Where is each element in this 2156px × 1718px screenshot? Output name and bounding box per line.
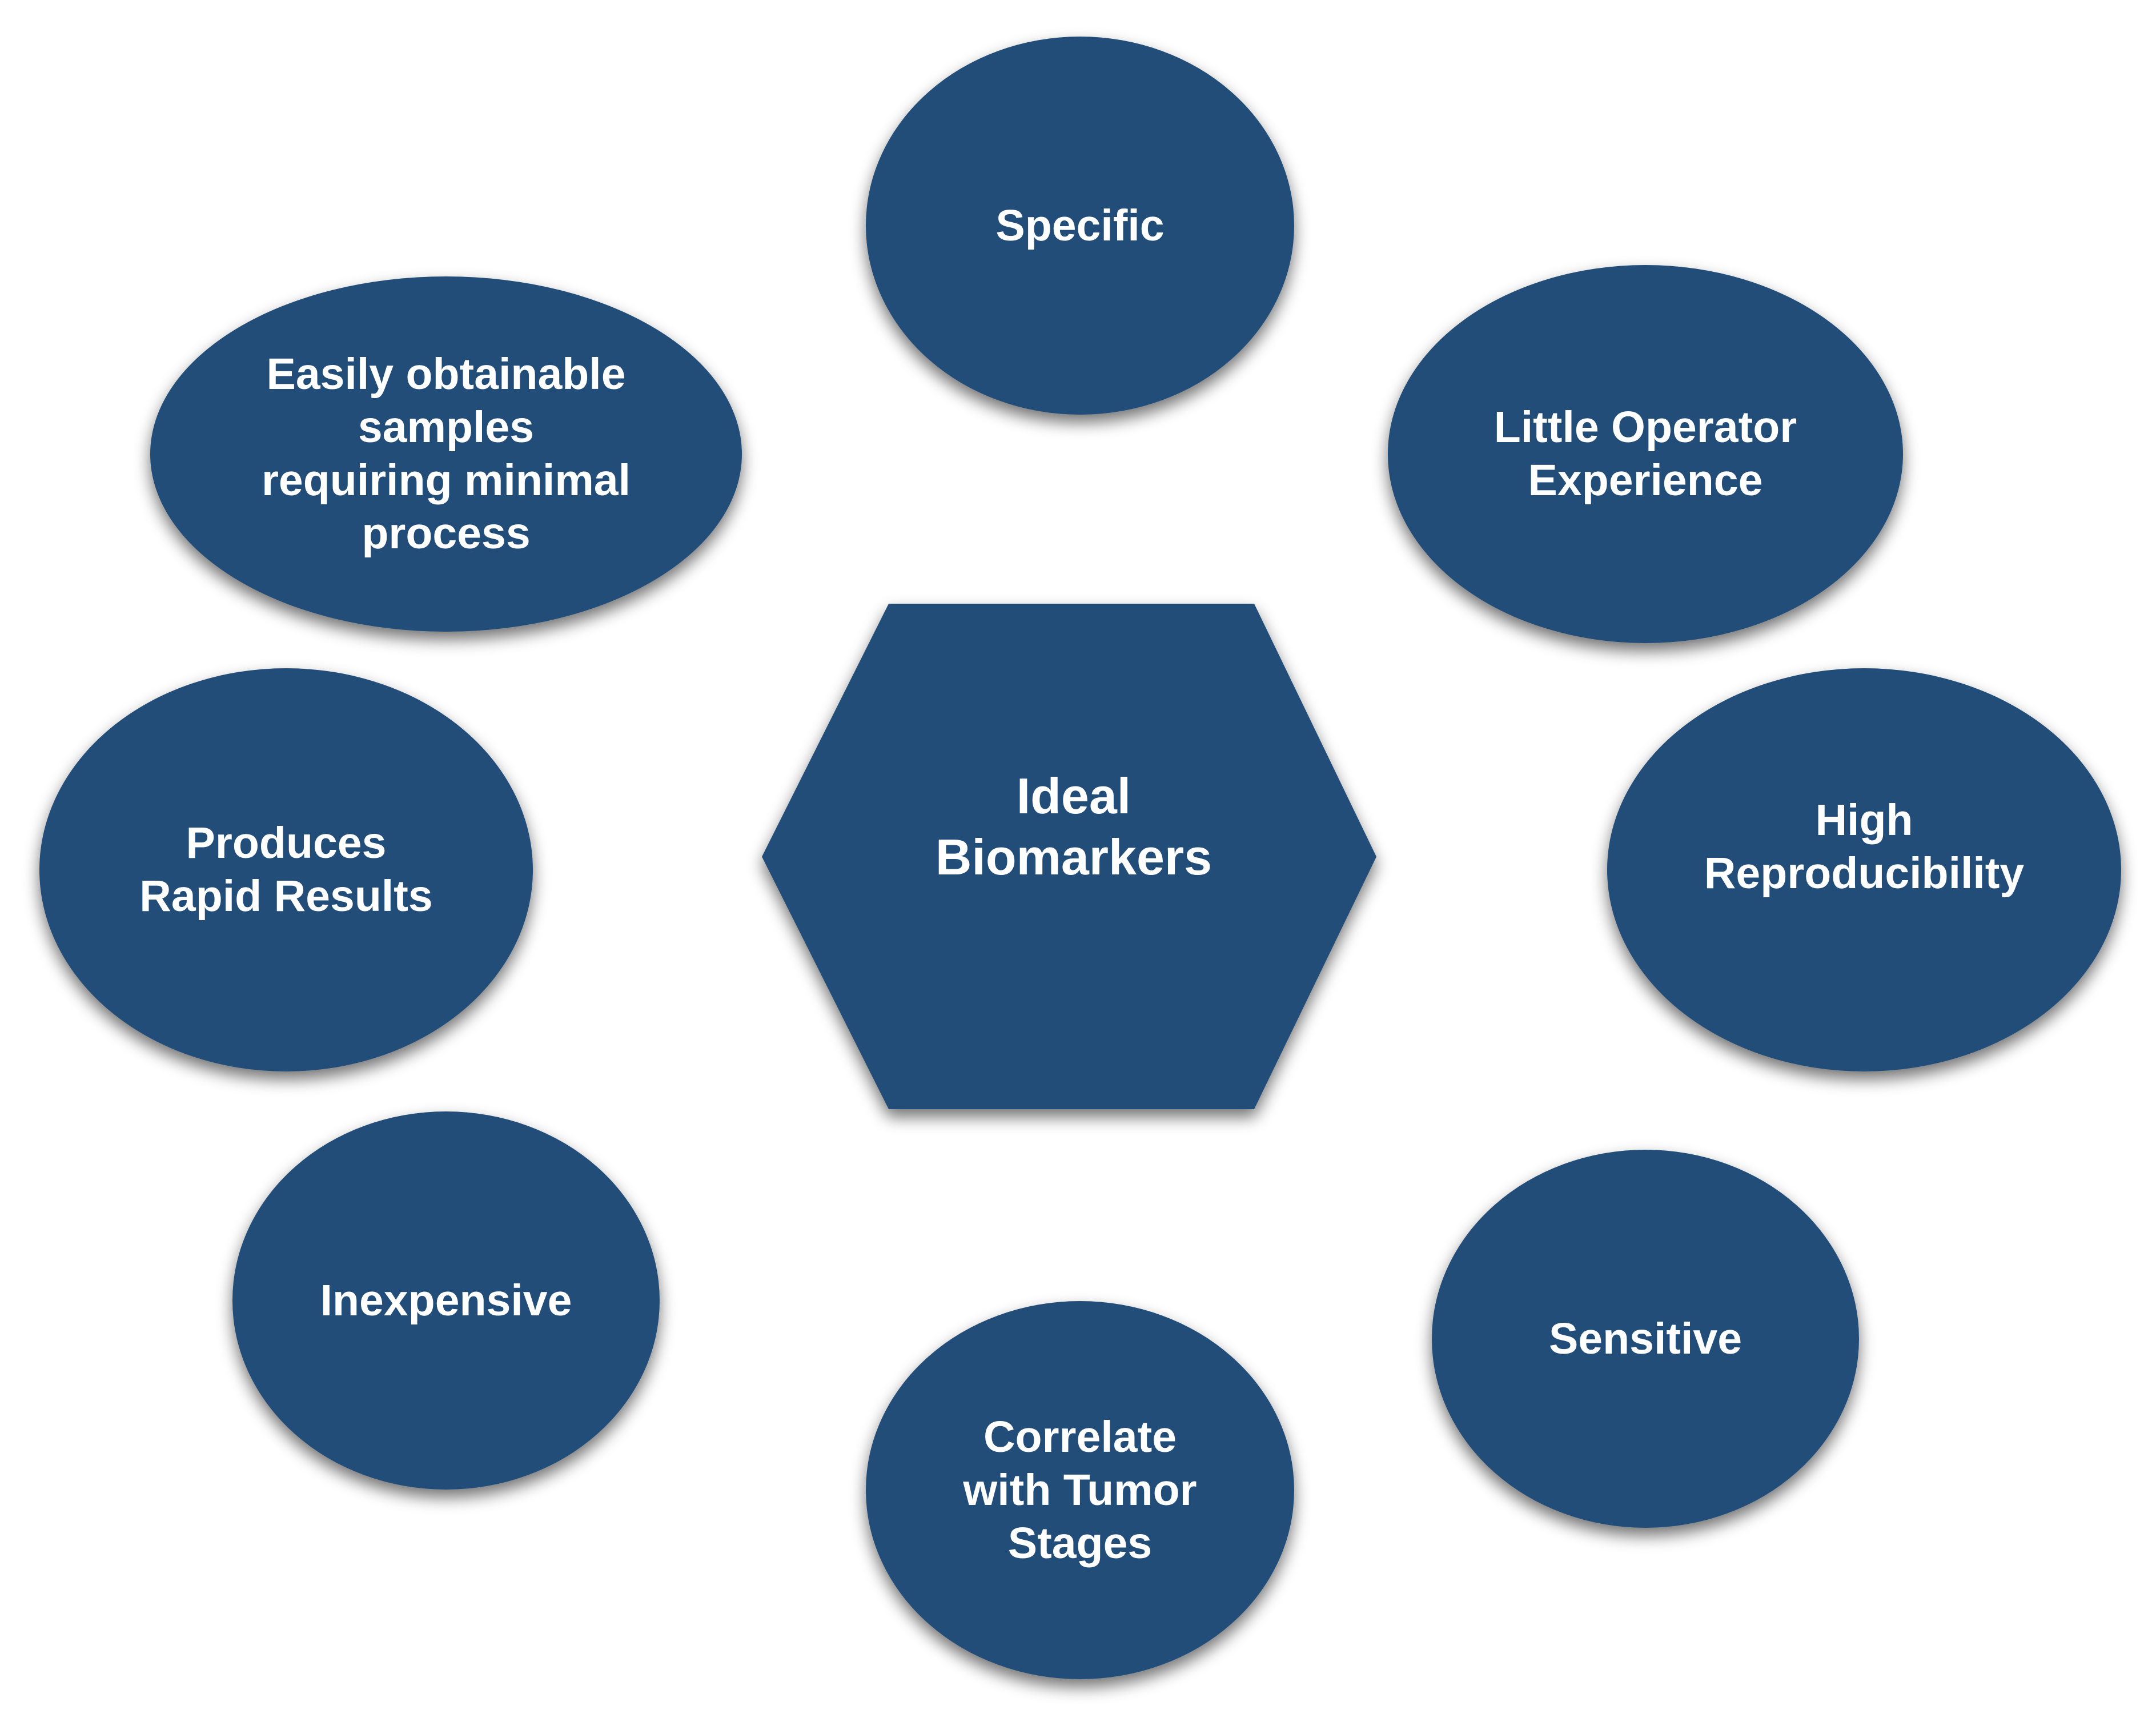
node-little-operator-experience-ellipse — [1388, 265, 1903, 643]
node-label-correlate-with-tumor-stages: Correlate with Tumor Stages — [963, 1412, 1197, 1568]
node-inexpensive-ellipse — [232, 1111, 660, 1490]
node-produces-rapid-results-ellipse — [39, 668, 533, 1071]
node-sensitive-ellipse — [1432, 1150, 1859, 1528]
node-correlate-with-tumor-stages-ellipse — [866, 1301, 1294, 1679]
node-label-high-reproducibility: High Reproducibility — [1704, 796, 2025, 898]
node-easily-obtainable-samples-ellipse — [150, 276, 742, 632]
node-label-little-operator-experience: Little Operator Experience — [1493, 403, 1797, 505]
center-label: Ideal Biomarkers — [935, 768, 1213, 885]
center-hexagon — [762, 604, 1376, 1109]
node-label-inexpensive: Inexpensive — [320, 1275, 572, 1325]
node-high-reproducibility-ellipse — [1607, 668, 2121, 1071]
node-label-specific: Specific — [995, 200, 1165, 250]
node-specific-ellipse — [866, 37, 1294, 415]
node-label-easily-obtainable-samples: Easily obtainable samples requiring mini… — [261, 350, 631, 558]
node-label-produces-rapid-results: Produces Rapid Results — [139, 818, 433, 921]
node-label-sensitive: Sensitive — [1548, 1314, 1743, 1363]
